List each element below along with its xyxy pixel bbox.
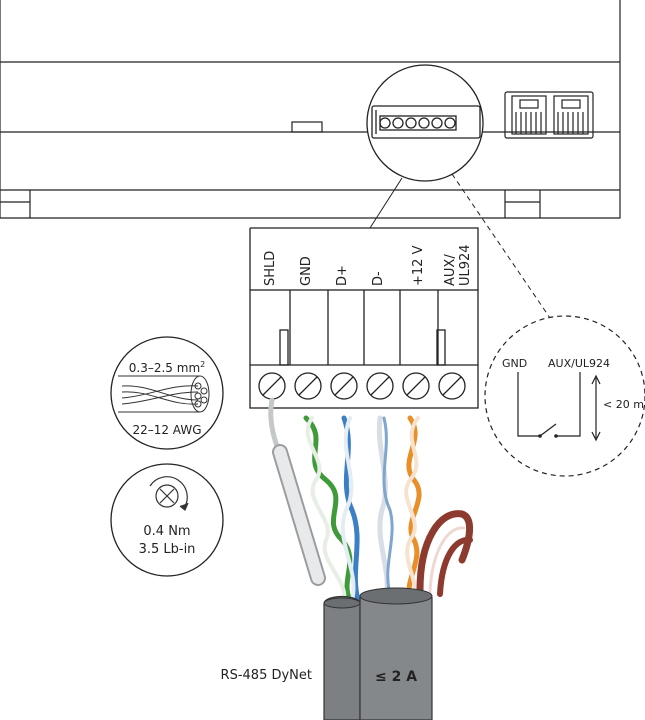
detail-gnd-label: GND: [502, 357, 527, 370]
aux-detail-circle: GND AUX/UL924 < 20 m: [484, 315, 645, 477]
terminal-block: [249, 227, 479, 409]
label-d-plus: D+: [335, 265, 350, 286]
label-gnd: GND: [299, 256, 314, 286]
torque-metric: 0.4 Nm: [143, 524, 190, 539]
magnifier-circle: [366, 64, 484, 182]
detail-distance: < 20 m: [603, 398, 644, 411]
cross-section-text: 0.3–2.5 mm2: [129, 360, 205, 375]
wires: [268, 397, 473, 603]
d-minus-wire: [376, 415, 390, 603]
label-ul924: UL924: [458, 244, 473, 286]
rs485-cable: [323, 595, 361, 720]
device-housing: [0, 0, 621, 219]
rs485-label: RS-485 DyNet: [221, 668, 312, 683]
zoom-leader-line: [369, 177, 403, 229]
detail-dashed-leader: [451, 173, 551, 319]
label-aux: AUX/: [443, 254, 458, 286]
gauge-text: 22–12 AWG: [132, 423, 201, 437]
terminal-labels: SHLD GND D+ D- +12 V AUX/ UL924: [263, 244, 473, 286]
power-cable: [359, 587, 433, 720]
current-label: ≤ 2 A: [375, 669, 417, 685]
label-12v: +12 V: [411, 245, 426, 286]
d-plus-wire: [341, 415, 361, 603]
cables: [323, 587, 433, 720]
label-d-minus: D-: [371, 271, 386, 286]
detail-aux-label: AUX/UL924: [548, 357, 610, 370]
torque-circle: 0.4 Nm 3.5 Lb-in: [110, 463, 224, 577]
wire-spec-circle: 0.3–2.5 mm2 22–12 AWG: [110, 336, 224, 450]
torque-imperial: 3.5 Lb-in: [139, 542, 196, 557]
rj45-ports: [504, 91, 594, 139]
label-shld: SHLD: [263, 251, 278, 286]
screw-icon: [149, 476, 189, 511]
brown-wire: [416, 510, 473, 594]
terminal-screws: [258, 372, 466, 400]
